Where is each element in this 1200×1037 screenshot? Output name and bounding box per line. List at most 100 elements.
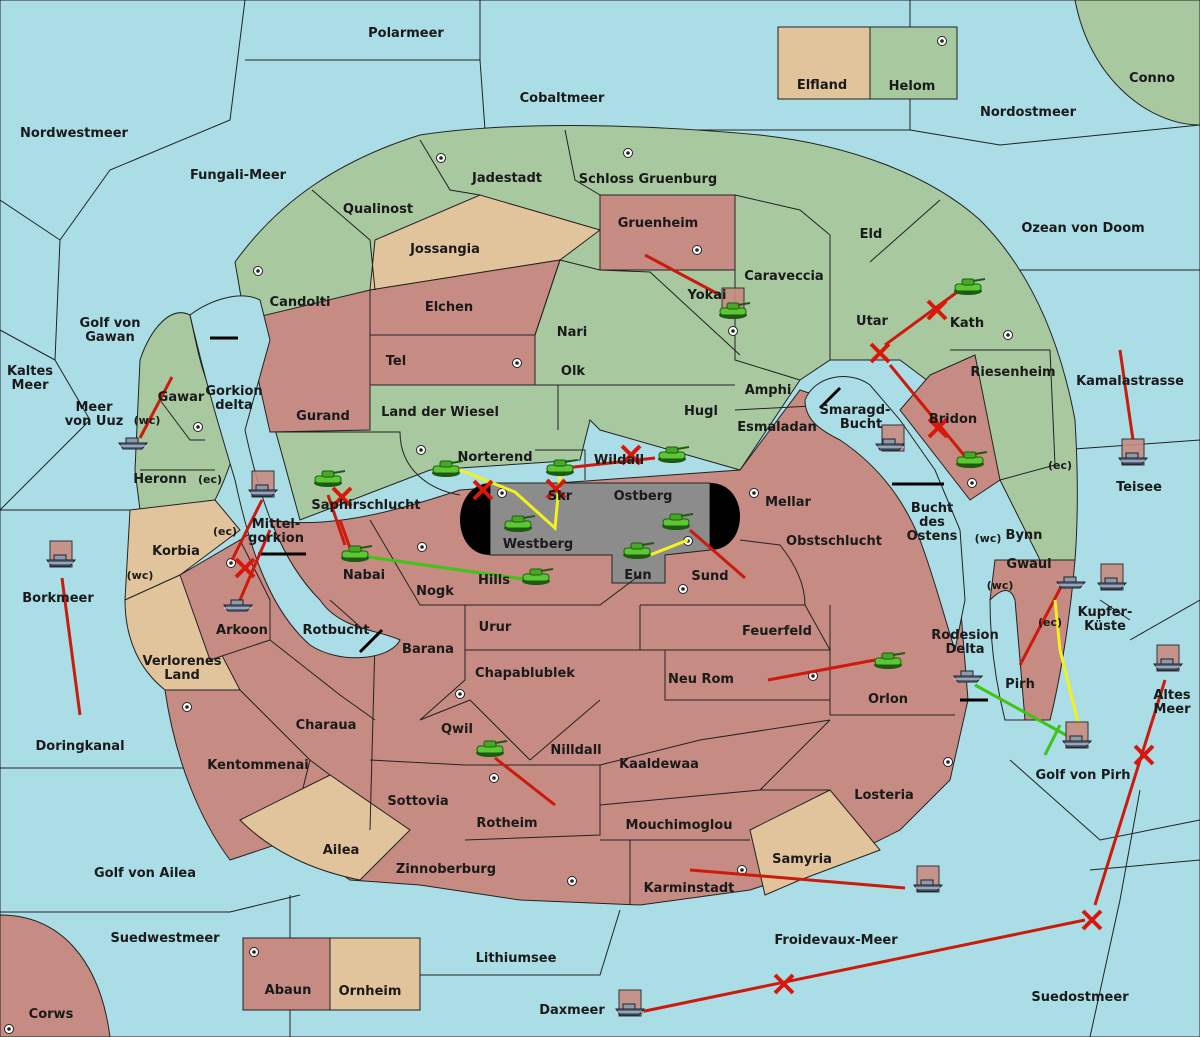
label-froidevaux-meer: Froidevaux-Meer (774, 933, 898, 948)
fleet-ship-icon[interactable] (1118, 452, 1149, 465)
label-barana: Barana (402, 642, 454, 657)
label-teisee: Teisee (1116, 480, 1162, 495)
label-ailea: Ailea (323, 843, 360, 858)
label-bynn: Bynn (1006, 528, 1043, 543)
label-charaua: Charaua (296, 718, 357, 733)
failed-order-x-icon (869, 342, 891, 364)
label-gurand: Gurand (296, 409, 350, 424)
supply-center-icon (416, 445, 426, 455)
region-corws[interactable] (0, 914, 111, 1037)
region-ailea[interactable] (239, 774, 411, 881)
supply-center-icon (943, 757, 953, 767)
army-tank-icon[interactable] (719, 302, 751, 319)
fleet-ship-icon[interactable] (615, 1003, 646, 1016)
fleet-ship-icon[interactable] (1153, 658, 1184, 671)
label-smaragd-bucht-1: Smaragd- (820, 403, 891, 418)
region-conno[interactable] (1074, 0, 1200, 126)
label-abaun: Abaun (265, 983, 312, 998)
label-helom: Helom (889, 79, 936, 94)
label-kentommenai: Kentommenai (207, 758, 308, 773)
label-candolti: Candolti (270, 295, 331, 310)
label-bucht-des-ostens-2: des (919, 515, 945, 530)
label-riesenheim: Riesenheim (970, 365, 1055, 380)
region-gruenheim[interactable] (599, 194, 736, 271)
army-tank-icon[interactable] (504, 515, 536, 532)
label-suedostmeer: Suedostmeer (1031, 990, 1129, 1005)
label-altes-meer-2: Meer (1154, 702, 1192, 717)
label-saphirschlucht: Saphirschlucht (311, 498, 420, 513)
label-qwil: Qwil (441, 722, 473, 737)
label-amphi: Amphi (745, 383, 792, 398)
label-elfland: Elfland (797, 78, 847, 93)
label-skr: Skr (548, 489, 573, 504)
label-kaltes-meer-2: Meer (12, 378, 50, 393)
label-schloss-gruenburg: Schloss Gruenburg (579, 172, 717, 187)
label-golf-von-pirh: Golf von Pirh (1035, 768, 1130, 783)
label-verlorenes-land-1: Verlorenes (142, 654, 221, 669)
army-tank-icon[interactable] (658, 446, 690, 463)
supply-center-icon (193, 422, 203, 432)
label-mittelgorkion-2: gorkion (248, 531, 304, 546)
fleet-ship-icon[interactable] (953, 670, 984, 683)
label-meer-von-uuz-2: von Uuz (65, 414, 124, 429)
fleet-ship-icon[interactable] (1062, 735, 1093, 748)
army-tank-icon[interactable] (954, 278, 986, 295)
label-rotbucht: Rotbucht (303, 623, 370, 638)
region-jossangia[interactable] (369, 194, 602, 291)
label-heronn: Heronn (133, 472, 187, 487)
fleet-ship-icon[interactable] (1056, 576, 1087, 589)
label-gorkion-delta-2: delta (215, 398, 253, 413)
label-esmaladan: Esmaladan (737, 420, 817, 435)
label-korbia: Korbia (152, 544, 200, 559)
army-tank-icon[interactable] (522, 568, 554, 585)
label-bucht-des-ostens-3: Ostens (907, 529, 958, 544)
fleet-ship-icon[interactable] (1097, 577, 1128, 590)
label-gwaul-wc: (wc) (987, 579, 1014, 592)
region-ornheim[interactable] (329, 937, 421, 1011)
fleet-ship-icon[interactable] (223, 599, 254, 612)
label-nabai: Nabai (343, 568, 385, 583)
label-lithiumsee: Lithiumsee (476, 951, 557, 966)
region-gurand[interactable] (244, 289, 371, 433)
failed-order-x-icon (1081, 909, 1103, 931)
label-karminstadt: Karminstadt (644, 881, 735, 896)
label-kath: Kath (950, 316, 984, 331)
army-tank-icon[interactable] (956, 451, 988, 468)
label-kaltes-meer-1: Kaltes (7, 364, 53, 379)
region-samyria[interactable] (749, 789, 881, 896)
label-kupfer-kueste-2: Küste (1084, 619, 1126, 634)
label-gruenheim: Gruenheim (618, 216, 698, 231)
label-smaragd-bucht-2: Bucht (840, 417, 882, 432)
army-tank-icon[interactable] (341, 545, 373, 562)
supply-center-icon (4, 1024, 14, 1034)
label-gwaul-ec: (ec) (1038, 616, 1062, 629)
fleet-ship-icon[interactable] (875, 438, 906, 451)
failed-order-x-icon (545, 478, 567, 500)
supply-center-icon (967, 478, 977, 488)
label-doringkanal: Doringkanal (35, 739, 124, 754)
supply-center-icon (226, 558, 236, 568)
label-yokai: Yokai (686, 288, 726, 303)
army-tank-icon[interactable] (432, 460, 464, 477)
label-fungali-meer: Fungali-Meer (190, 168, 287, 183)
label-urur: Urur (479, 620, 512, 635)
army-tank-icon[interactable] (476, 740, 508, 757)
fleet-ship-icon[interactable] (118, 437, 149, 450)
fleet-ship-icon[interactable] (913, 879, 944, 892)
army-tank-icon[interactable] (662, 513, 694, 530)
label-polarmeer: Polarmeer (368, 26, 444, 41)
supply-center-icon (182, 702, 192, 712)
fleet-ship-icon[interactable] (46, 554, 77, 567)
region-korbia[interactable] (124, 499, 241, 601)
army-tank-icon[interactable] (546, 459, 578, 476)
label-conno: Conno (1129, 71, 1175, 86)
failed-order-x-icon (234, 557, 256, 579)
army-tank-icon[interactable] (874, 652, 906, 669)
army-tank-icon[interactable] (623, 542, 655, 559)
label-nilldall: Nilldall (550, 743, 601, 758)
supply-center-icon (749, 488, 759, 498)
supply-center-icon (678, 584, 688, 594)
army-tank-icon[interactable] (314, 470, 346, 487)
fleet-ship-icon[interactable] (248, 484, 279, 497)
label-ostberg: Ostberg (614, 489, 673, 504)
